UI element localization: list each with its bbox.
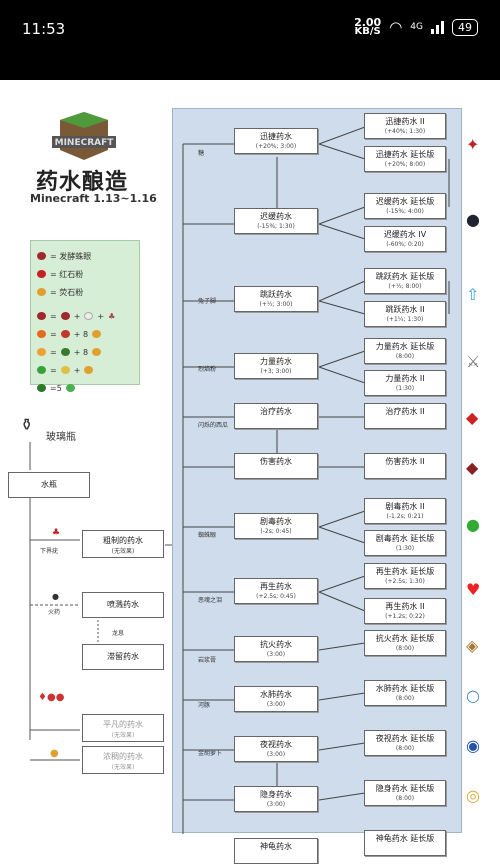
result-potion-box: 迟缓药水 IV(-60%; 0:20) (364, 226, 446, 252)
result-potion-box: 夜视药水 延长版(8:00) (364, 730, 446, 756)
ingredient-label: 烈焰粉 (198, 366, 217, 373)
result-potion-box: 力量药水 延长版(8:00) (364, 338, 446, 364)
harming-effect-icon: ◆ (466, 458, 479, 477)
ingredient-label: 糖 (198, 150, 205, 157)
legend-formula: =+ 8 (37, 325, 133, 343)
result-potion-box: 再生药水 延长版(+2.5s; 1:30) (364, 563, 446, 589)
ingredient-label: 岩浆膏 (198, 657, 217, 664)
minecraft-logo: MINECRAFT (52, 112, 116, 160)
night-vision-effect-icon: ◉ (466, 736, 480, 755)
glass-bottle-label: 玻璃瓶 (46, 432, 76, 443)
potion-box: 水肺药水(3:00) (234, 686, 318, 712)
poison-effect-icon: ● (466, 515, 480, 534)
glowstone-icon: ● (50, 748, 59, 759)
legend-formula: =+ 8 (37, 343, 133, 361)
glowstone-icon (37, 288, 46, 296)
svg-text:MINECRAFT: MINECRAFT (55, 138, 115, 148)
potion-box: 跳跃药水(+½; 3:00) (234, 286, 318, 312)
potion-box: 迟缓药水(-15%; 1:30) (234, 208, 318, 234)
strength-effect-icon: ⚔ (466, 352, 481, 371)
gunpowder-icon: ● (52, 592, 59, 601)
result-potion-box: 迅捷药水 II(+40%; 1:30) (364, 113, 446, 139)
ingredient-label: 河豚 (198, 702, 211, 709)
legend-panel: = 发酵蛛眼 = 红石粉 = 荧石粉 =++♣ =+ 8 =+ 8 =+ =5 (30, 240, 140, 393)
redstone-icon (37, 270, 46, 278)
legend-formula: =+ (37, 361, 133, 379)
result-potion-box: 抗火药水 延长版(8:00) (364, 630, 446, 656)
healing-effect-icon: ◆ (466, 408, 479, 427)
water-breathing-effect-icon: ○ (466, 686, 480, 705)
jump-effect-icon: ⇧ (466, 285, 480, 304)
legend-item: = 红石粉 (37, 265, 133, 283)
splash-potion-box: 喷溅药水 (82, 592, 164, 618)
signal-icon (431, 20, 444, 34)
battery-icon: 49 (452, 18, 478, 36)
page-title: 药水酿造 (36, 170, 129, 195)
result-potion-box: 伤害药水 II (364, 453, 446, 479)
speed-effect-icon: ✦ (466, 135, 480, 154)
potion-box: 抗火药水(3:00) (234, 636, 318, 662)
result-potion-box: 神龟药水 延长版 (364, 830, 446, 856)
chart-flow-lines (182, 126, 450, 834)
wifi-icon: ◠ (389, 18, 403, 36)
nether-wart-label: 下界疣 (40, 548, 59, 555)
nether-wart-icon: ♣ (52, 528, 61, 538)
thick-potion-box: 浓稠的药水 (无效果) (82, 746, 164, 774)
result-potion-box: 剧毒药水 II(-1.2s; 0:21) (364, 498, 446, 524)
result-potion-box: 隐身药水 延长版(8:00) (364, 780, 446, 806)
result-potion-box: 迟缓药水 延长版(-15%; 4:00) (364, 193, 446, 219)
ingredient-label: 金胡萝卜 (198, 750, 223, 757)
result-potion-box: 跳跃药水 延长版(+½; 8:00) (364, 268, 446, 294)
glass-bottle-icon: ⚱ (20, 415, 34, 434)
result-potion-box: 水肺药水 延长版(8:00) (364, 680, 446, 706)
potion-chart-image: MINECRAFT 药水酿造 Minecraft 1.13~1.16 = 发酵蛛… (0, 80, 500, 864)
legend-item: = 荧石粉 (37, 283, 133, 301)
gunpowder-label: 火药 (48, 609, 61, 616)
ingredient-label: 恶魂之泪 (198, 597, 223, 604)
status-time: 11:53 (22, 20, 66, 38)
regeneration-effect-icon: ♥ (466, 580, 481, 599)
legend-formula: =5 (37, 379, 133, 397)
ingredient-label: 兔子脚 (198, 298, 217, 305)
network-type: 4G (410, 22, 423, 32)
fire-resistance-effect-icon: ◈ (466, 636, 479, 655)
potion-box: 迅捷药水(+20%; 3:00) (234, 128, 318, 154)
result-potion-box: 迅捷药水 延长版(+20%; 8:00) (364, 146, 446, 172)
water-bottle-box: 水瓶 (8, 472, 90, 498)
potion-box: 剧毒药水(-2s; 0:45) (234, 513, 318, 539)
page-subtitle: Minecraft 1.13~1.16 (30, 192, 157, 205)
awkward-potion-box: 粗制的药水 (无效果) (82, 530, 164, 558)
result-potion-box: 再生药水 II(+1.2s; 0:22) (364, 598, 446, 624)
result-potion-box: 力量药水 II(1:30) (364, 370, 446, 396)
legend-formula: =++♣ (37, 307, 133, 325)
mundane-ingredients-icon: ♦●● (38, 692, 65, 703)
lingering-potion-box: 滞留药水 (82, 644, 164, 670)
legend-item: = 发酵蛛眼 (37, 247, 133, 265)
potion-box: 力量药水(+3; 3:00) (234, 353, 318, 379)
mundane-potion-box: 平凡的药水 (无效果) (82, 714, 164, 742)
invisibility-effect-icon: ◎ (466, 786, 480, 805)
ingredient-label: 闪烁的西瓜 (198, 422, 229, 429)
potion-box: 伤害药水 (234, 453, 318, 479)
potion-box: 再生药水(+2.5s; 0:45) (234, 578, 318, 604)
dragon-breath-label: 龙息 (112, 630, 125, 637)
result-potion-box: 跳跃药水 II(+1¼; 1:30) (364, 301, 446, 327)
spider-eye-icon (37, 252, 46, 260)
ingredient-label: 蜘蛛眼 (198, 532, 217, 539)
left-flow-lines (29, 442, 180, 761)
result-potion-box: 剧毒药水 延长版(1:30) (364, 530, 446, 556)
slowness-effect-icon: ● (466, 210, 480, 229)
potion-box: 隐身药水(3:00) (234, 786, 318, 812)
potion-box: 治疗药水 (234, 403, 318, 429)
potion-box: 夜视药水(3:00) (234, 736, 318, 762)
result-potion-box: 治疗药水 II (364, 403, 446, 429)
potion-box: 神龟药水 (234, 838, 318, 864)
